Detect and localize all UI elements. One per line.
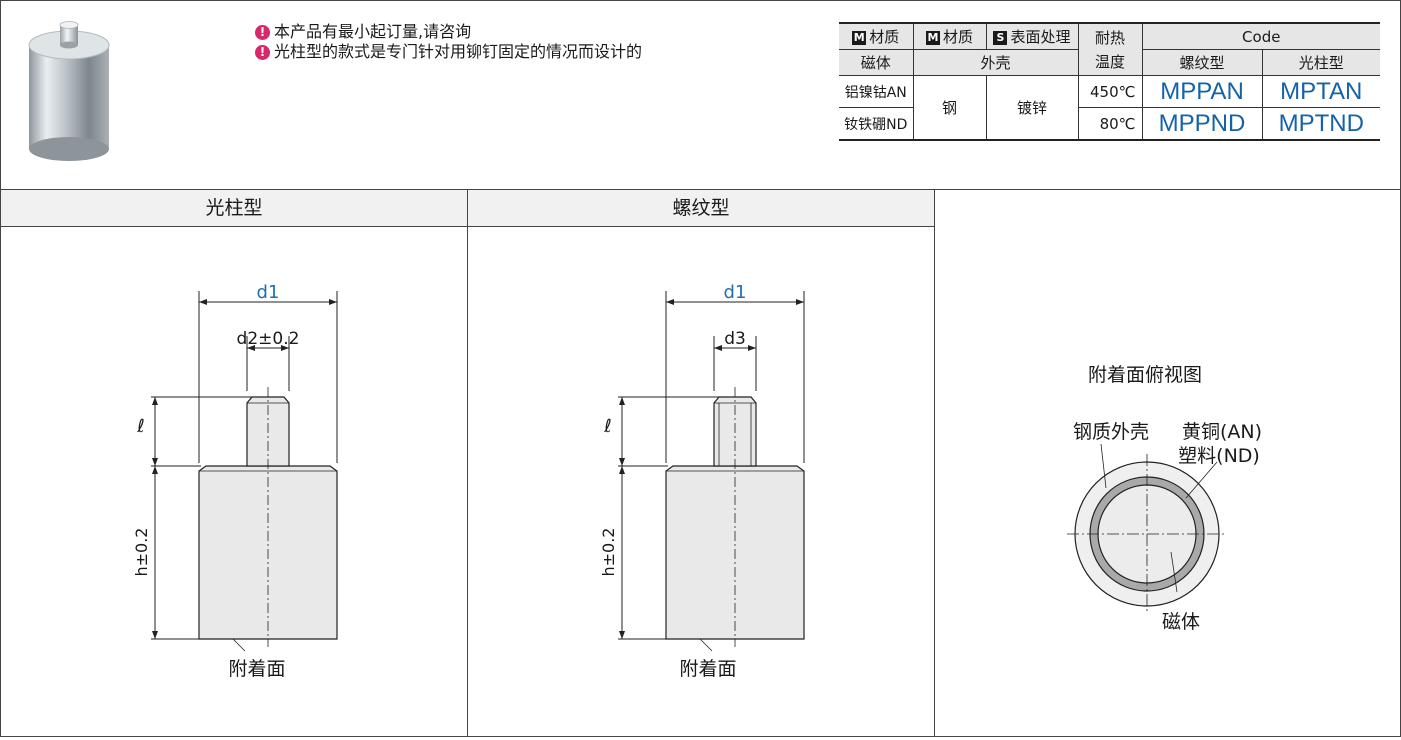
exclamation-icon: ! [255, 44, 270, 60]
product-photo [28, 21, 110, 161]
shell-surface-cell: 镀锌 [985, 75, 1079, 141]
exclamation-icon: ! [255, 24, 270, 40]
note-item: ! 本产品有最小起订量,请咨询 [255, 22, 642, 42]
notes: ! 本产品有最小起订量,请咨询 ! 光柱型的款式是专门针对用铆钉固定的情况而设计… [255, 22, 642, 62]
material-badge: M [852, 31, 867, 45]
plain-type-panel: 光柱型 [1, 190, 468, 736]
attach-face-label: 附着面 [228, 658, 285, 680]
header-magnet: 磁体 [839, 49, 914, 76]
magnet-label: 磁体 [1162, 611, 1200, 633]
surface-badge: S [993, 31, 1008, 45]
d3-label: d3 [724, 329, 746, 349]
thread-type-panel: 螺纹型 [468, 190, 935, 736]
d1-label: d1 [724, 282, 747, 303]
d2-label: d2±0.2 [237, 329, 300, 349]
top-view-drawing: 附着面俯视图 钢质外壳 黄铜(AN) 塑料(ND) 磁体 [1067, 364, 1262, 633]
h-label: h±0.2 [132, 528, 151, 577]
plastic-label: 塑料(ND) [1178, 445, 1260, 467]
attach-face-label: 附着面 [679, 658, 736, 680]
note-item: ! 光柱型的款式是专门针对用铆钉固定的情况而设计的 [255, 42, 642, 62]
steel-shell-label: 钢质外壳 [1073, 421, 1149, 443]
material-badge: M [925, 31, 940, 45]
code-link[interactable]: MPTND [1261, 107, 1380, 141]
header-heat: 耐热温度 [1077, 22, 1143, 76]
code-link[interactable]: MPPAN [1141, 75, 1263, 108]
note-text: 光柱型的款式是专门针对用铆钉固定的情况而设计的 [274, 42, 643, 61]
header-plain-type: 光柱型 [1261, 49, 1380, 76]
plain-type-drawing: d1 d2±0.2 ℓ h±0.2 附着面 [132, 282, 338, 680]
magnet-cell: 铝镍钴AN [839, 75, 914, 108]
note-text: 本产品有最小起订量,请咨询 [274, 22, 472, 41]
shell-material-cell: 钢 [912, 75, 987, 141]
l-label: ℓ [603, 416, 611, 437]
code-link[interactable]: MPPND [1141, 107, 1263, 141]
code-link[interactable]: MPTAN [1261, 75, 1380, 108]
temp-cell: 450℃ [1077, 75, 1143, 108]
header-code: Code [1141, 22, 1380, 50]
l-label: ℓ [136, 416, 144, 437]
d1-label: d1 [257, 282, 280, 303]
top-view-title: 附着面俯视图 [1088, 364, 1202, 386]
header-shell: 外壳 [912, 49, 1079, 76]
top-section: ! 本产品有最小起订量,请咨询 ! 光柱型的款式是专门针对用铆钉固定的情况而设计… [1, 1, 1400, 190]
temp-cell: 80℃ [1077, 107, 1143, 141]
panel-title: 螺纹型 [468, 190, 934, 227]
panel-title: 光柱型 [1, 190, 467, 227]
brass-label: 黄铜(AN) [1182, 421, 1262, 443]
top-view-panel: 附着面俯视图 钢质外壳 黄铜(AN) 塑料(ND) 磁体 [935, 190, 1400, 736]
header-thread-type: 螺纹型 [1141, 49, 1263, 76]
magnet-cell: 钕铁硼ND [839, 107, 914, 141]
thread-type-drawing: d1 d3 ℓ h±0.2 附着面 [599, 282, 805, 680]
h-label: h±0.2 [599, 528, 618, 577]
